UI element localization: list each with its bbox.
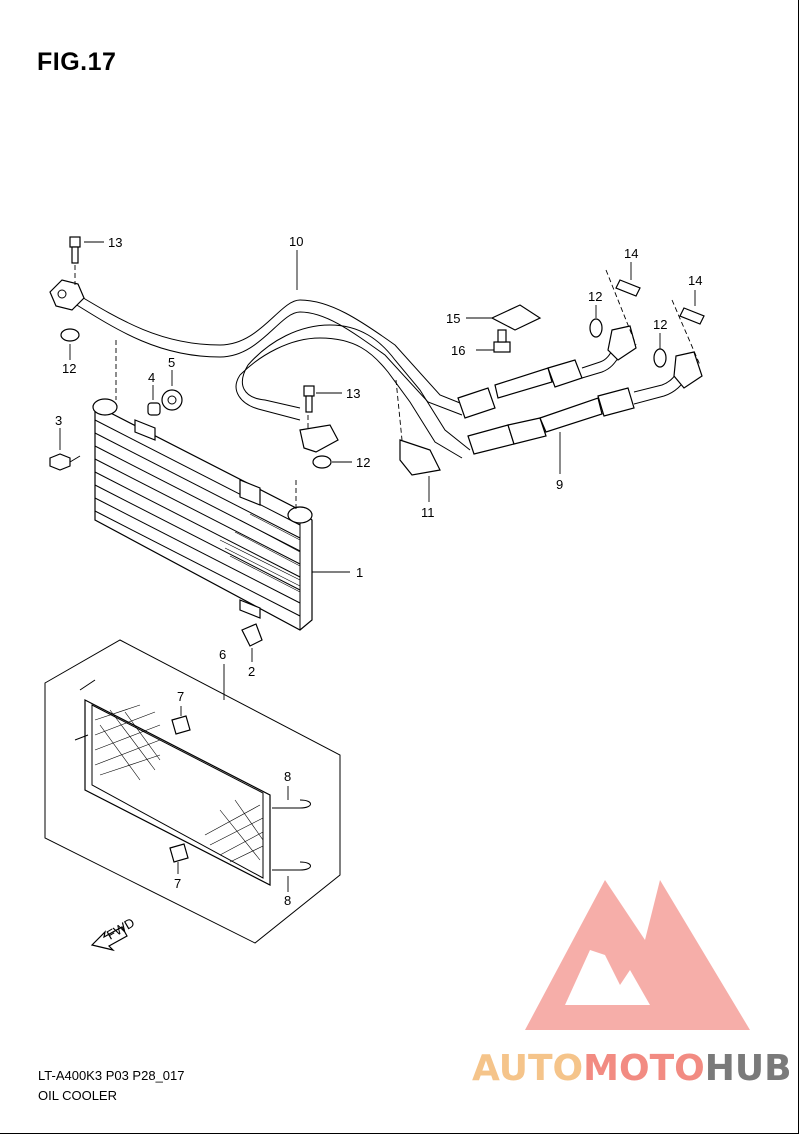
callout-1: 1 bbox=[356, 565, 363, 580]
watermark-auto: AUTO bbox=[472, 1048, 584, 1089]
o-ring-12-left[interactable] bbox=[60, 328, 80, 342]
bolt-14-b[interactable] bbox=[679, 307, 705, 325]
cooler-guard-6[interactable] bbox=[44, 639, 341, 944]
callout-12-right-b: 12 bbox=[653, 317, 667, 332]
collar-4[interactable] bbox=[147, 402, 161, 416]
figure-code: LT-A400K3 P03 P28_017 bbox=[38, 1068, 185, 1083]
clamp-15[interactable] bbox=[490, 304, 542, 331]
o-ring-12-mid[interactable] bbox=[312, 455, 332, 469]
callout-9: 9 bbox=[556, 477, 563, 492]
callout-16: 16 bbox=[451, 343, 465, 358]
callout-13-left: 13 bbox=[108, 235, 122, 250]
hook-8-upper[interactable] bbox=[272, 799, 311, 809]
callout-14-b: 14 bbox=[688, 273, 702, 288]
clip-7-lower[interactable] bbox=[169, 843, 189, 863]
clip-2[interactable] bbox=[241, 623, 263, 647]
callout-6: 6 bbox=[219, 647, 226, 662]
leader-lines bbox=[59, 241, 701, 892]
callout-4: 4 bbox=[148, 370, 155, 385]
callout-8-upper: 8 bbox=[284, 769, 291, 784]
oil-hose-9[interactable] bbox=[457, 325, 703, 455]
bolt-13-left[interactable] bbox=[69, 236, 81, 264]
callout-7-upper: 7 bbox=[177, 689, 184, 704]
grommet-5[interactable] bbox=[161, 389, 183, 411]
callout-14-a: 14 bbox=[624, 246, 638, 261]
watermark-moto: MOTO bbox=[583, 1048, 705, 1089]
callout-12-mid: 12 bbox=[356, 455, 370, 470]
callout-11: 11 bbox=[421, 505, 435, 520]
o-ring-12-right-b[interactable] bbox=[653, 348, 667, 368]
figure-name: OIL COOLER bbox=[38, 1088, 117, 1103]
callout-3: 3 bbox=[55, 413, 62, 428]
oil-pipe-10[interactable] bbox=[49, 279, 471, 459]
fwd-arrow-icon: FWD bbox=[90, 915, 137, 952]
bracket-mid[interactable] bbox=[299, 424, 339, 453]
bolt-16[interactable] bbox=[493, 329, 511, 353]
callout-12-right-a: 12 bbox=[588, 289, 602, 304]
callout-labels: 1 2 3 4 5 6 7 7 8 8 9 10 11 12 12 12 12 … bbox=[55, 234, 702, 908]
oil-cooler-1[interactable] bbox=[92, 398, 313, 631]
watermark-text: AUTOMOTOHUB bbox=[472, 1048, 792, 1089]
watermark-logo bbox=[525, 880, 750, 1030]
clip-7-upper[interactable] bbox=[171, 715, 191, 735]
bolt-14-a[interactable] bbox=[615, 279, 641, 297]
callout-7-lower: 7 bbox=[174, 876, 181, 891]
bolt-13-mid[interactable] bbox=[303, 385, 315, 413]
bolt-3[interactable] bbox=[49, 453, 81, 471]
logo-triangle bbox=[525, 880, 750, 1030]
watermark-hub: HUB bbox=[704, 1048, 792, 1089]
callout-10: 10 bbox=[289, 234, 303, 249]
callout-5: 5 bbox=[168, 355, 175, 370]
hook-8-lower[interactable] bbox=[272, 861, 311, 871]
callout-15: 15 bbox=[446, 311, 460, 326]
callout-2: 2 bbox=[248, 664, 255, 679]
callout-8-lower: 8 bbox=[284, 893, 291, 908]
figure-title: FIG.17 bbox=[37, 48, 117, 76]
callout-13-mid: 13 bbox=[346, 386, 360, 401]
cushion-11[interactable] bbox=[399, 439, 441, 476]
callout-12-left: 12 bbox=[62, 361, 76, 376]
o-ring-12-right-a[interactable] bbox=[589, 318, 603, 338]
